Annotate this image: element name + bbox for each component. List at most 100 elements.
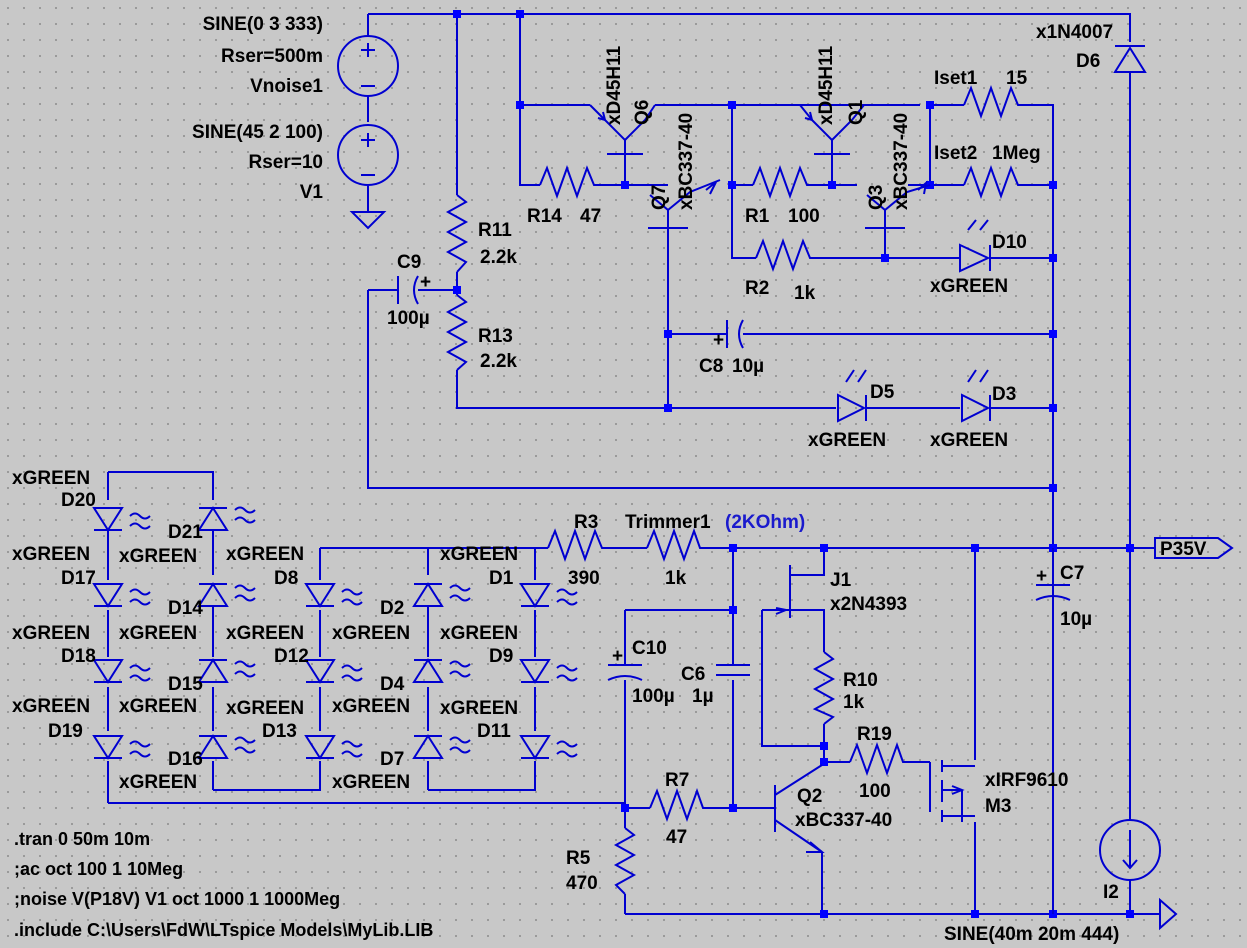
resistor-trimmer1[interactable] <box>646 528 704 562</box>
r13-name: R13 <box>478 326 513 347</box>
led-d7[interactable] <box>412 734 444 759</box>
d11-name: D11 <box>477 721 511 742</box>
resistor-iset2[interactable] <box>963 165 1025 199</box>
transistor-q2[interactable] <box>774 764 825 853</box>
d10-name: D10 <box>992 232 1027 253</box>
d6-name: D6 <box>1076 51 1100 72</box>
vnoise1-symbol[interactable] <box>337 35 399 97</box>
led-d1[interactable] <box>519 583 551 608</box>
c9-plus: + <box>420 272 431 293</box>
c10-value: 100µ <box>632 686 675 707</box>
r2-value: 1k <box>794 283 816 304</box>
q3-model: xBC337-40 <box>891 113 912 210</box>
c7-name: C7 <box>1060 563 1084 584</box>
r3-value: 390 <box>568 568 600 589</box>
led-d14[interactable] <box>197 582 229 607</box>
light-emission-icons <box>129 506 578 758</box>
led-d8[interactable] <box>304 583 336 608</box>
d14-name: D14 <box>168 598 203 619</box>
d7-name: D7 <box>380 749 404 770</box>
jfet-j1[interactable] <box>775 560 825 652</box>
d8-name: D8 <box>274 568 298 589</box>
transistor-q7[interactable] <box>648 179 721 229</box>
resistor-r2[interactable] <box>755 238 814 272</box>
d10-model: xGREEN <box>930 276 1008 297</box>
c10-name: C10 <box>632 638 667 659</box>
c6-value: 1µ <box>692 686 714 707</box>
capacitor-c7[interactable] <box>1035 548 1071 914</box>
led-d9[interactable] <box>519 659 551 684</box>
resistor-r3[interactable] <box>547 528 617 562</box>
vnoise1-value: SINE(0 3 333) <box>203 14 323 35</box>
mosfet-m3[interactable] <box>929 760 975 822</box>
vnoise1-rser: Rser=500m <box>221 46 323 67</box>
led-d21[interactable] <box>197 506 229 531</box>
led-d19[interactable] <box>92 735 124 760</box>
led-d16[interactable] <box>197 734 229 759</box>
r5-value: 470 <box>566 873 598 894</box>
r7-name: R7 <box>665 770 689 791</box>
r2-name: R2 <box>745 278 769 299</box>
directive-ac[interactable]: ;ac oct 100 1 10Meg <box>14 859 183 879</box>
led-d4[interactable] <box>412 658 444 683</box>
v1-symbol[interactable] <box>337 124 399 186</box>
led-d17[interactable] <box>92 583 124 608</box>
r14-name: R14 <box>527 206 562 227</box>
trimmer1-note: (2KOhm) <box>725 512 805 533</box>
d9-name: D9 <box>489 646 513 667</box>
directive-tran[interactable]: .tran 0 50m 10m <box>14 829 150 849</box>
d13-name: D13 <box>262 721 297 742</box>
capacitor-c8[interactable] <box>726 319 744 349</box>
directive-include[interactable]: .include C:\Users\FdW\LTspice Models\MyL… <box>14 920 433 940</box>
d17-name: D17 <box>61 568 96 589</box>
d15-model: xGREEN <box>119 696 197 717</box>
led-d11[interactable] <box>519 735 551 760</box>
transistor-q3[interactable] <box>865 180 931 229</box>
d20-model: xGREEN <box>12 468 90 489</box>
m3-name: M3 <box>985 796 1011 817</box>
resistor-iset1[interactable] <box>963 85 1025 119</box>
r14-value: 47 <box>580 206 601 227</box>
d18-model: xGREEN <box>12 623 90 644</box>
d18-name: D18 <box>61 646 96 667</box>
transistor-q6[interactable] <box>589 104 656 155</box>
resistor-r5[interactable] <box>613 827 637 895</box>
led-d2[interactable] <box>412 582 444 607</box>
r11-value: 2.2k <box>480 247 517 268</box>
resistor-r19[interactable] <box>849 742 906 776</box>
led-d5[interactable] <box>837 369 867 423</box>
led-d12[interactable] <box>304 659 336 684</box>
c9-value: 100µ <box>387 308 430 329</box>
current-source-i2[interactable] <box>1099 819 1161 881</box>
led-d18[interactable] <box>92 659 124 684</box>
d7-model: xGREEN <box>332 772 410 793</box>
capacitor-c10[interactable] <box>607 650 643 681</box>
d21-name: D21 <box>168 522 203 543</box>
resistor-r13[interactable] <box>445 294 469 371</box>
led-d13[interactable] <box>304 735 336 760</box>
capacitor-c6[interactable] <box>716 645 750 676</box>
transistor-q1[interactable] <box>799 104 865 155</box>
capacitor-c9[interactable] <box>397 275 419 305</box>
led-d20[interactable] <box>92 507 124 532</box>
d21-model: xGREEN <box>119 546 197 567</box>
led-d3[interactable] <box>961 369 991 423</box>
d19-name: D19 <box>48 721 83 742</box>
resistor-r1[interactable] <box>752 165 812 199</box>
q1-model: xD45H11 <box>816 45 837 125</box>
led-d10[interactable] <box>959 219 991 273</box>
trimmer1-value: 1k <box>665 568 687 589</box>
resistor-r11[interactable] <box>445 194 469 273</box>
r13-value: 2.2k <box>480 351 517 372</box>
r1-value: 100 <box>788 206 820 227</box>
diode-d6[interactable] <box>1113 45 1147 73</box>
d15-name: D15 <box>168 674 203 695</box>
v1-rser: Rser=10 <box>249 152 323 173</box>
c6-name: C6 <box>681 664 705 685</box>
led-d15[interactable] <box>197 658 229 683</box>
resistor-r10[interactable] <box>812 651 836 725</box>
resistor-r7[interactable] <box>649 788 706 822</box>
resistor-r14[interactable] <box>539 165 599 199</box>
directive-noise[interactable]: ;noise V(P18V) V1 oct 1000 1 1000Meg <box>14 889 340 909</box>
